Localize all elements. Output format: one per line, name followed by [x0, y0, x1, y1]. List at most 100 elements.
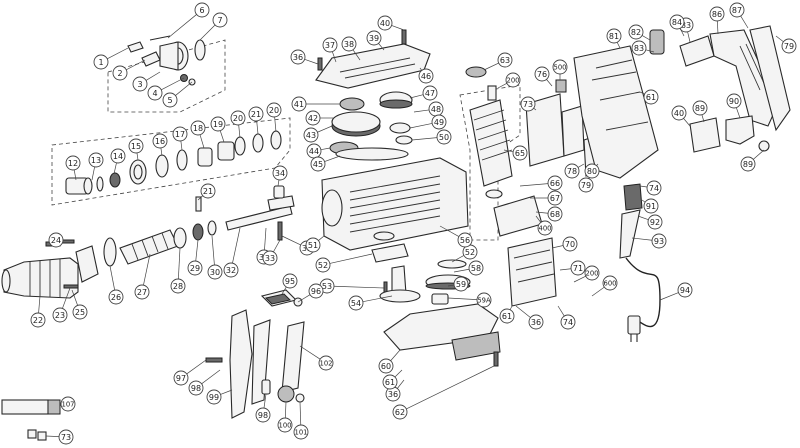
callout-number: 21: [203, 187, 213, 196]
callout-number: 52: [465, 248, 475, 257]
callout-number: 38: [344, 40, 354, 49]
callout-circle: [223, 262, 239, 278]
leader-line: [641, 199, 646, 203]
callout-circle: [255, 407, 271, 423]
callout-number: 92: [650, 218, 660, 227]
callout-circle: [132, 76, 148, 92]
callout-c73b: 73: [45, 429, 74, 445]
callout-circle: [392, 404, 408, 420]
callout-c102: 102: [299, 345, 334, 371]
leader-line: [281, 235, 301, 246]
leader-line: [211, 235, 215, 266]
callout-c79b: 79: [775, 35, 797, 54]
callout-circle: [457, 232, 473, 248]
callout-number: 82: [631, 28, 641, 37]
callout-number: 98: [258, 411, 268, 420]
callout-c91: 91: [641, 198, 659, 214]
callout-c600: 600: [591, 275, 618, 297]
callout-circle: [476, 292, 492, 308]
leader-line: [199, 134, 205, 149]
leader-line: [639, 91, 645, 95]
callout-c15: 15: [128, 138, 144, 161]
callout-c29: 29: [187, 239, 203, 276]
callout-number: 102: [320, 360, 333, 368]
callout-circle: [646, 180, 662, 196]
callout-number: 68: [550, 210, 560, 219]
callout-circle: [291, 96, 307, 112]
leader-line: [232, 227, 241, 264]
callout-circle: [173, 370, 189, 386]
callout-number: 44: [309, 147, 319, 156]
callout-number: 36: [388, 390, 398, 399]
leader-line: [390, 349, 401, 361]
callout-circle: [584, 265, 600, 281]
leader-line: [318, 235, 325, 241]
callout-number: 36: [531, 318, 541, 327]
leader-line: [201, 369, 221, 385]
callout-c17: 17: [172, 126, 188, 151]
callout-c27: 27: [134, 253, 151, 300]
leader-line: [71, 289, 78, 306]
callout-c107: 107: [59, 396, 76, 412]
callout-circle: [207, 264, 223, 280]
gear-housing-part: [321, 157, 469, 251]
callout-circle: [552, 59, 568, 75]
gear-set-part: [329, 91, 413, 161]
callout-circle: [436, 129, 452, 145]
callout-circle: [310, 156, 326, 172]
callout-number: 4: [152, 89, 157, 98]
callout-circle: [366, 30, 382, 46]
callout-circle: [128, 138, 144, 154]
leader-line: [378, 43, 385, 51]
leader-line: [109, 265, 116, 291]
callout-circle: [709, 6, 725, 22]
callout-circle: [602, 275, 618, 291]
leader-line: [219, 130, 225, 143]
callout-number: 18: [193, 124, 203, 133]
callout-circle: [606, 28, 622, 44]
callout-c23: 23: [52, 287, 71, 323]
callout-number: 87: [732, 6, 742, 15]
leader-line: [186, 359, 207, 375]
callout-c36c: 36: [385, 379, 405, 402]
callout-number: 5: [167, 96, 172, 105]
callout-c32: 32: [223, 227, 241, 278]
callout-c20b: 20: [266, 102, 282, 133]
callout-number: 28: [173, 282, 183, 291]
callout-circle: [162, 92, 178, 108]
callout-circle: [643, 198, 659, 214]
callout-c42: 42: [305, 110, 334, 126]
callout-c7: 7: [199, 12, 228, 41]
callout-c14: 14: [110, 148, 126, 175]
callout-circle: [303, 127, 319, 143]
callout-number: 100: [279, 422, 292, 430]
leader-line: [391, 25, 405, 31]
callout-number: 600: [604, 280, 617, 288]
leader-line: [333, 285, 385, 289]
callout-c46: 46: [418, 67, 434, 84]
callout-c99: 99: [206, 389, 233, 405]
callout-number: 500: [554, 64, 567, 72]
leader-line: [277, 179, 280, 187]
callout-c41: 41: [291, 96, 340, 112]
callout-c51: 51: [305, 235, 325, 253]
callout-c59a: 59A: [447, 292, 492, 308]
callout-c49: 49: [409, 114, 447, 130]
callout-number: 43: [306, 131, 316, 140]
callout-c36b: 36: [515, 305, 544, 330]
callout-circle: [170, 278, 186, 294]
callout-c24: 24: [48, 232, 64, 248]
callout-number: 6: [199, 6, 204, 15]
callout-circle: [112, 65, 128, 81]
callout-c56: 56: [439, 225, 473, 248]
leader-line: [559, 268, 572, 271]
leader-line: [145, 71, 161, 81]
leader-line: [397, 379, 405, 389]
leader-line: [331, 51, 337, 63]
callout-circle: [322, 37, 338, 53]
leader-line: [641, 35, 651, 41]
leader-line: [220, 389, 233, 395]
callout-circle: [60, 396, 76, 412]
leader-line: [297, 294, 311, 303]
callout-c66: 66: [519, 175, 563, 191]
